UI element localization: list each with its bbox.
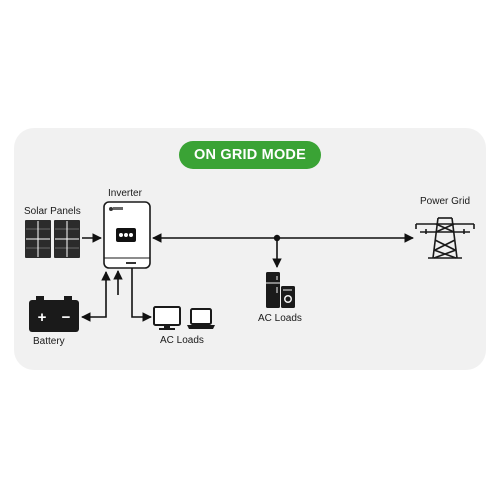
- inverter-to-ac-loads-arrow: [131, 268, 152, 322]
- connection-lines: [81, 233, 414, 322]
- transmission-tower-icon: [415, 217, 475, 259]
- power-grid-label: Power Grid: [420, 196, 471, 207]
- fridge-washer-icon: [266, 272, 295, 308]
- inverter-label: Inverter: [108, 188, 142, 199]
- battery-inverter-arrow: [81, 271, 111, 322]
- battery-minus-symbol: −: [62, 309, 71, 326]
- solar-panels-label: Solar Panels: [24, 206, 81, 217]
- solar-panel-icon: [25, 220, 80, 258]
- junction-dot: [273, 234, 281, 242]
- ac-loads-label-home: AC Loads: [160, 335, 204, 346]
- ac-loads-label-grid: AC Loads: [258, 313, 302, 324]
- monitor-laptop-icon: [153, 306, 215, 330]
- battery-icon: + −: [29, 296, 79, 332]
- battery-label: Battery: [33, 336, 65, 347]
- battery-plus-symbol: +: [38, 309, 47, 326]
- inverter-icon: [103, 201, 151, 269]
- mode-badge: ON GRID MODE: [179, 141, 321, 169]
